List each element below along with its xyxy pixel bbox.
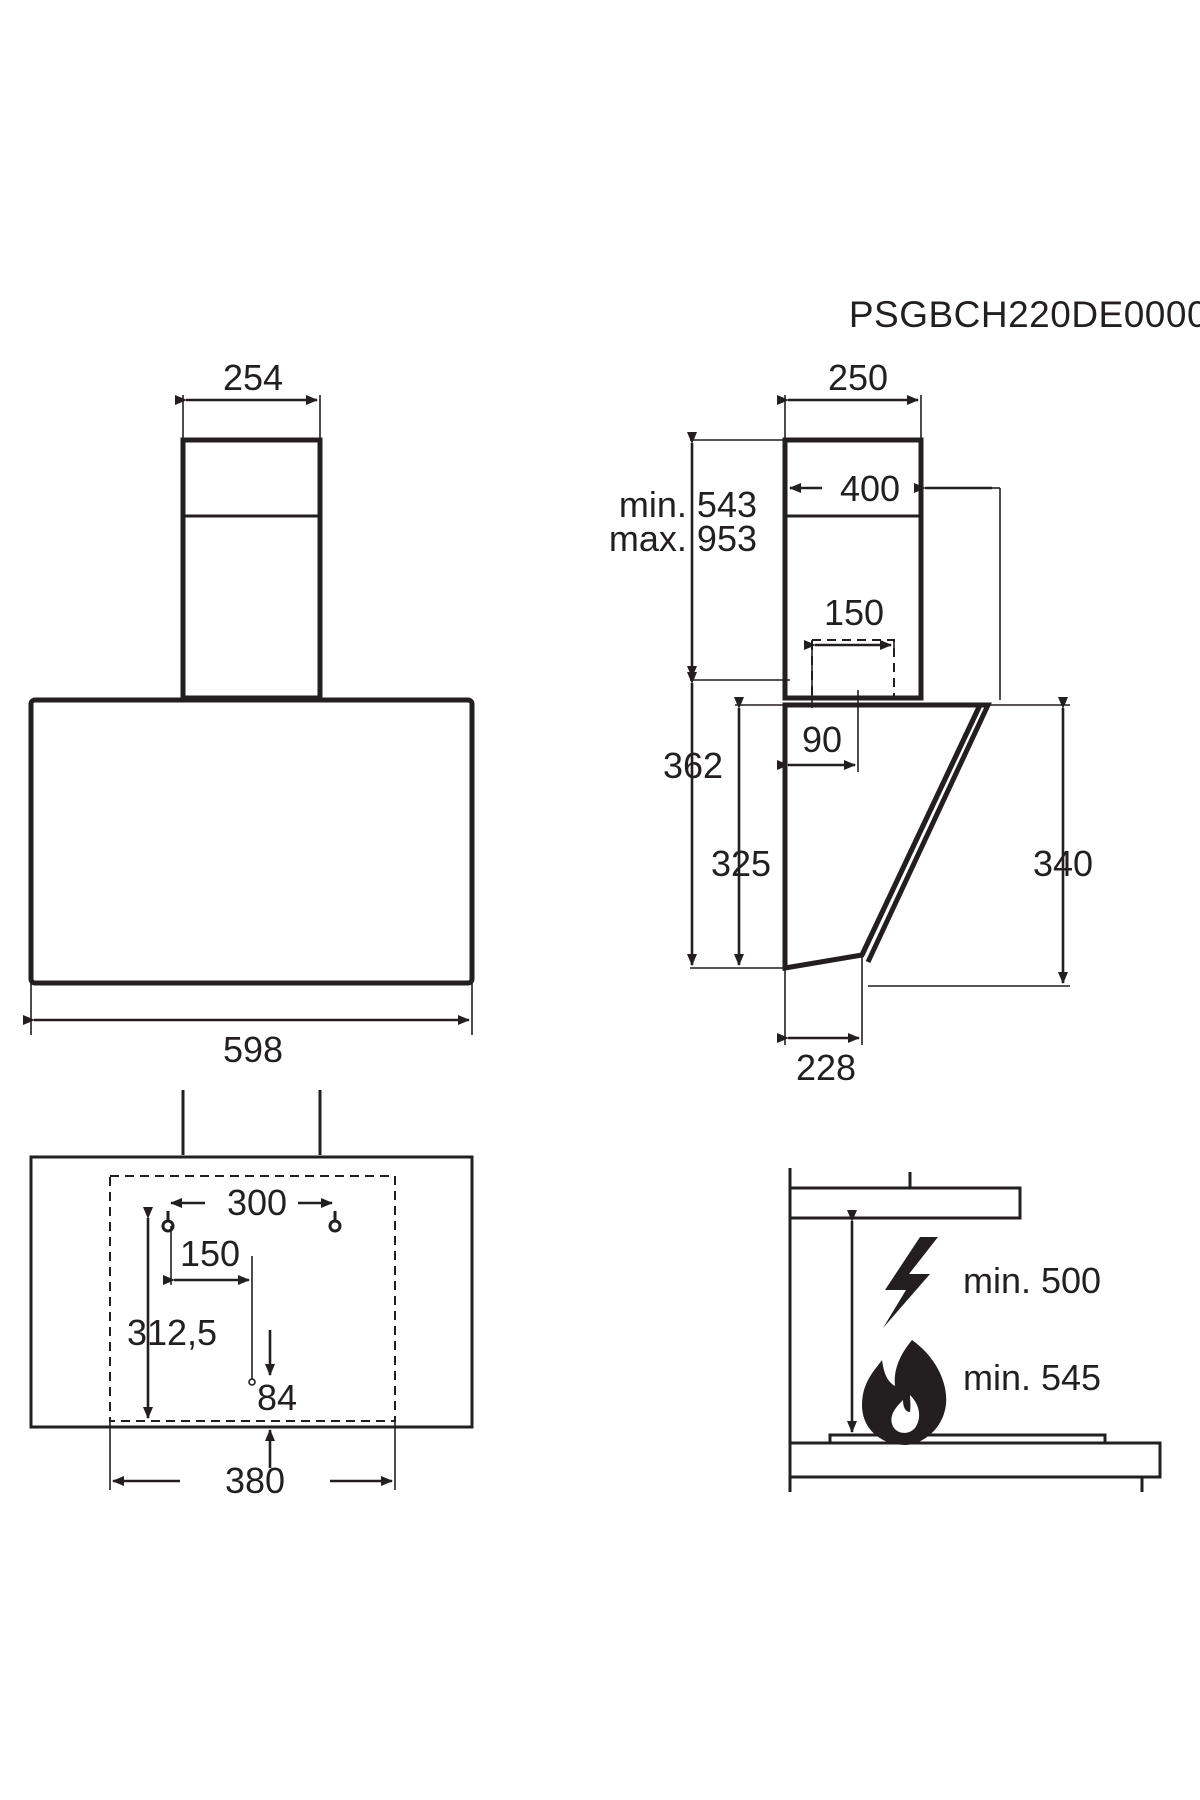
clearance-view: min. 500 min. 545 <box>788 1168 1162 1492</box>
dim-chimney-height-max: max. 953 <box>609 518 757 559</box>
dim-hole-spacing: 300 <box>227 1182 287 1223</box>
worktop <box>788 1441 1162 1479</box>
clearance-electric: min. 500 <box>963 1260 1101 1301</box>
dim-depth-overall: 400 <box>840 468 900 509</box>
front-view: 254 598 <box>23 357 475 1070</box>
side-view: 250 400 min. 543 max. 953 150 90 362 325 <box>609 357 1093 1088</box>
dim-hole-height: 312,5 <box>127 1312 217 1353</box>
dim-chimney-height-min: min. 543 <box>619 484 757 525</box>
dim-outlet-offset: 90 <box>802 719 842 760</box>
mounting-view: 300 150 312,5 84 380 <box>29 1090 474 1501</box>
dim-hood-height: 362 <box>663 745 723 786</box>
clearance-gas: min. 545 <box>963 1357 1101 1398</box>
clearance-hood <box>788 1186 1022 1220</box>
bracket-area <box>109 1175 396 1422</box>
dim-body-height: 325 <box>711 843 771 884</box>
front-chimney <box>180 437 323 701</box>
mounting-outline <box>29 1155 474 1429</box>
dim-bottom-offset: 84 <box>257 1377 297 1418</box>
mount-point-icon <box>248 1378 256 1386</box>
side-glass-panel <box>859 702 992 964</box>
dim-chimney-width: 254 <box>223 357 283 398</box>
screw-hole-icon <box>328 1211 342 1233</box>
dim-hood-width: 598 <box>223 1029 283 1070</box>
dim-hole-offset: 150 <box>180 1233 240 1274</box>
flame-inner <box>891 1395 920 1433</box>
dim-glass-height: 340 <box>1033 843 1093 884</box>
screw-hole-icon <box>161 1211 175 1233</box>
dim-outlet-diameter: 150 <box>824 592 884 633</box>
dim-chimney-depth: 250 <box>828 357 888 398</box>
outlet-outline <box>811 639 895 699</box>
dim-bottom-depth: 228 <box>796 1047 856 1088</box>
dim-bracket-width: 380 <box>225 1460 285 1501</box>
flame-icon <box>862 1340 947 1445</box>
model-code: PSGBCH220DE0000F <box>849 294 1200 335</box>
front-hood-body <box>28 697 475 986</box>
lightning-icon <box>883 1237 938 1328</box>
